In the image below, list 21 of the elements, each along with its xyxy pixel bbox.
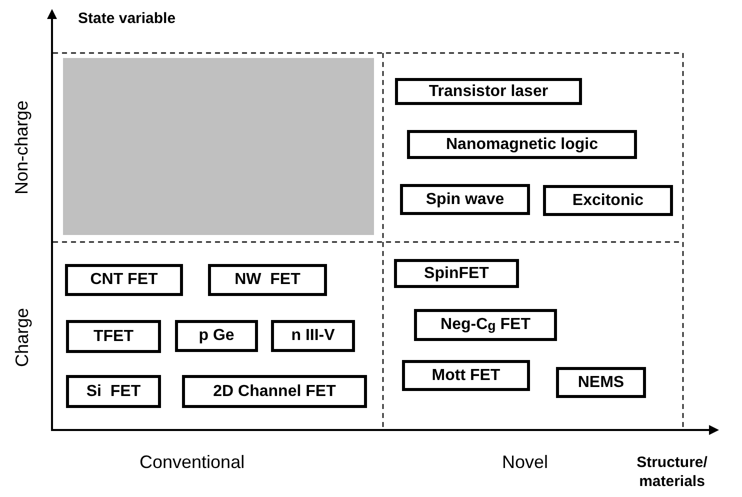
technology-box: CNT FET	[65, 264, 183, 296]
technology-box: Excitonic	[543, 185, 673, 216]
axis-title: Structure/ materials	[636, 453, 708, 491]
technology-box: p Ge	[175, 320, 258, 352]
axis-title: State variable	[78, 10, 176, 27]
row-label: Charge	[12, 307, 33, 367]
technology-box: NW FET	[208, 264, 327, 296]
row-label: Non-charge	[12, 100, 33, 194]
column-label: Conventional	[140, 452, 245, 473]
technology-box: Mott FET	[402, 360, 530, 391]
technology-box: Spin wave	[400, 184, 530, 215]
technology-box: n III-V	[271, 320, 355, 352]
technology-box: 2D Channel FET	[182, 375, 367, 408]
technology-box: Transistor laser	[395, 78, 582, 105]
technology-box: Si FET	[66, 375, 161, 408]
shaded-area	[63, 58, 374, 235]
column-label: Novel	[502, 452, 548, 473]
technology-box: SpinFET	[394, 259, 519, 288]
technology-box: Nanomagnetic logic	[407, 130, 637, 159]
technology-box: NEMS	[556, 367, 646, 398]
technology-box: TFET	[66, 320, 161, 353]
